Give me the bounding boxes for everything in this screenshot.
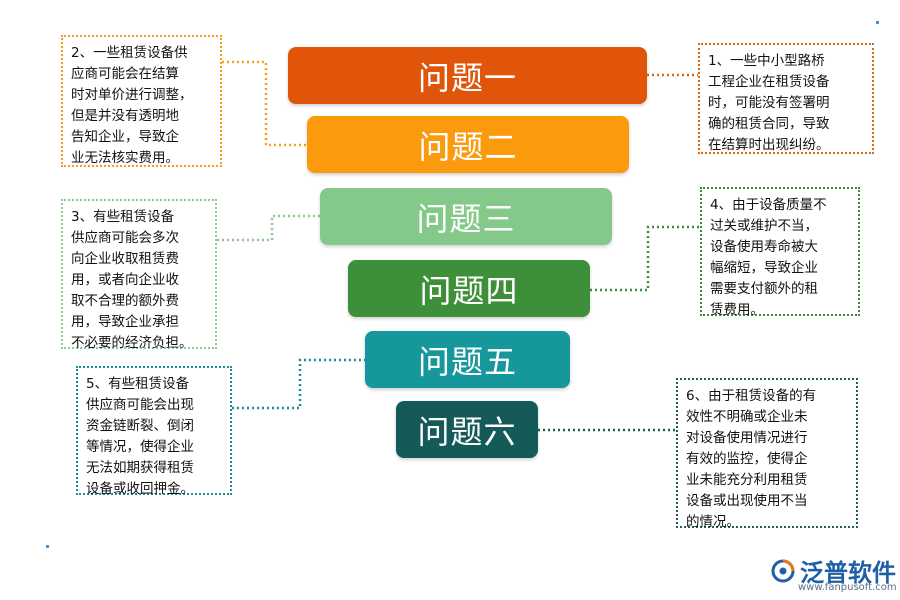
- note-box-2: 2、一些租赁设备供 应商可能会在结算 时对单价进行调整， 但是并没有透明地 告知…: [61, 35, 222, 167]
- connector-4: [590, 225, 700, 292]
- funnel-bar-6: 问题六: [396, 401, 538, 458]
- note-box-4: 4、由于设备质量不 过关或维护不当， 设备使用寿命被大 幅缩短，导致企业 需要支…: [700, 187, 860, 318]
- note-box-5: 5、有些租赁设备 供应商可能会出现 资金链断裂、倒闭 等情况，使得企业 无法如期…: [76, 366, 232, 497]
- bar-label-5: 问题五: [417, 342, 517, 381]
- connector-2: [222, 60, 307, 147]
- note-box-6: 6、由于租赁设备的有 效性不明确或企业未 对设备使用情况进行 有效的监控，使得企…: [676, 378, 858, 530]
- funnel-bar-5: 问题五: [365, 331, 570, 388]
- brand-name: 泛普软件: [800, 559, 896, 587]
- connector-5: [232, 358, 365, 410]
- funnel-bar-2: 问题二: [307, 116, 629, 173]
- corner-mark-top-right: [876, 21, 879, 24]
- funnel-bar-4: 问题四: [348, 260, 590, 317]
- corner-mark-bottom-left: [46, 545, 49, 548]
- brand-logo: 泛普软件: [770, 553, 896, 588]
- brand-url: www.fanpusoft.com: [798, 582, 897, 593]
- funnel-bar-3: 问题三: [320, 188, 612, 245]
- bar-label-1: 问题一: [417, 58, 517, 97]
- bar-label-2: 问题二: [418, 127, 518, 166]
- bar-label-6: 问题六: [417, 412, 517, 451]
- note-box-1: 1、一些中小型路桥 工程企业在租赁设备 时，可能没有签署明 确的租赁合同，导致 …: [698, 43, 874, 154]
- note-box-3: 3、有些租赁设备 供应商可能会多次 向企业收取租赁费 用，或者向企业收 取不合理…: [61, 199, 217, 351]
- funnel-bar-1: 问题一: [288, 47, 647, 104]
- fanpu-logo-icon: [771, 559, 795, 582]
- connector-3: [217, 214, 320, 242]
- bar-label-4: 问题四: [419, 271, 519, 310]
- bar-label-3: 问题三: [416, 199, 516, 238]
